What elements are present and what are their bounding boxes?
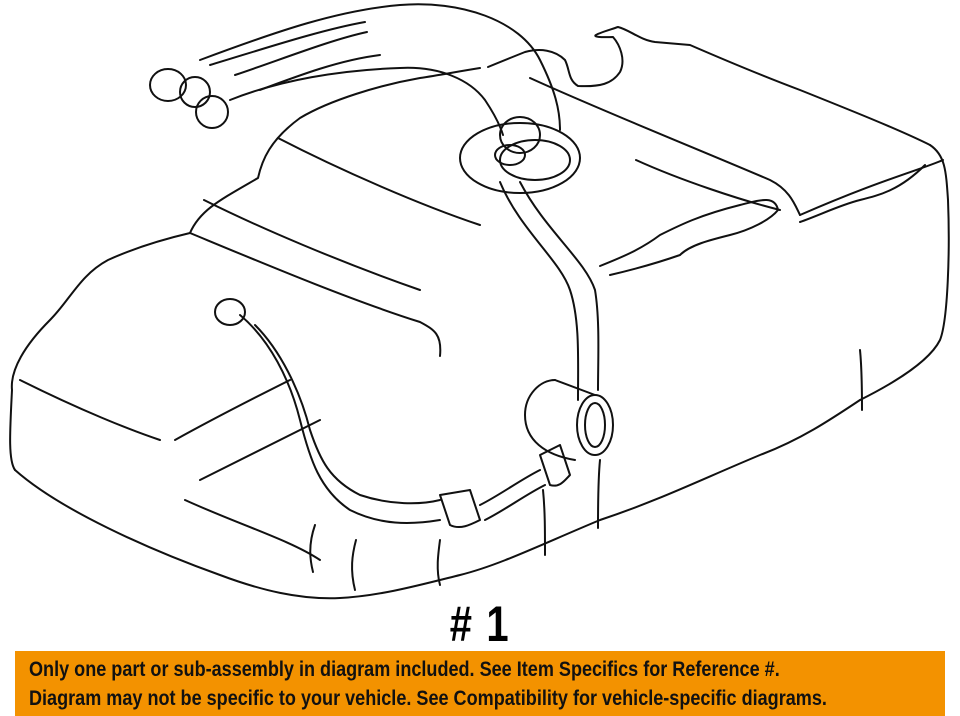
disclaimer-line-1: Only one part or sub-assembly in diagram… xyxy=(29,658,780,681)
fuel-filter xyxy=(524,379,614,461)
disclaimer-banner: Only one part or sub-assembly in diagram… xyxy=(15,651,945,716)
tank-outline xyxy=(9,26,950,600)
upper-hose-bundle xyxy=(149,3,561,136)
reference-number-label: # 1 xyxy=(449,596,511,652)
disclaimer-line-2: Diagram may not be specific to your vehi… xyxy=(29,687,827,710)
lower-hose xyxy=(214,298,571,529)
fuel-tank-diagram xyxy=(9,3,950,600)
fuel-pump-module xyxy=(459,116,600,401)
